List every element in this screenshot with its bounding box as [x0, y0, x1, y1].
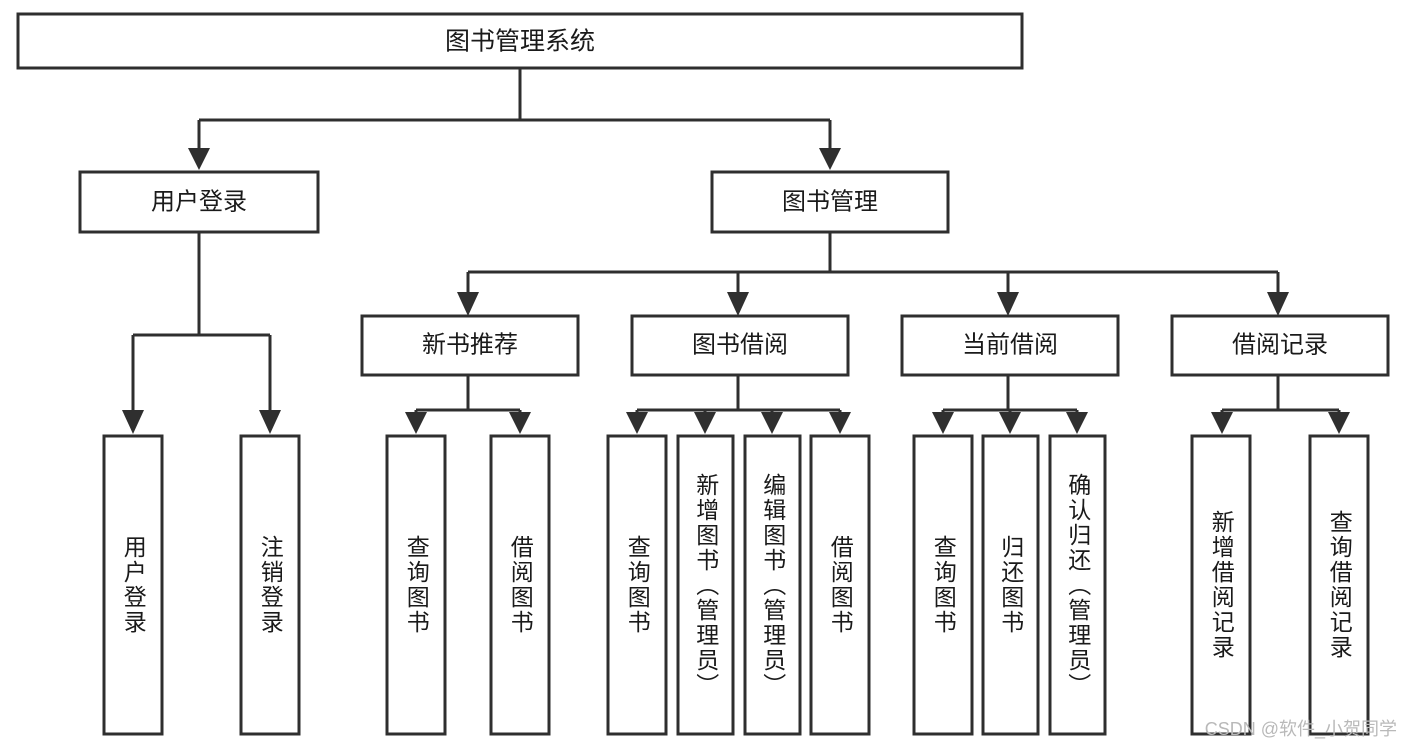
node-new-book-recommend[interactable]: 新书推荐 [360, 314, 580, 377]
arrow-bookmgmt-to-records [1267, 292, 1289, 316]
node-root-label: 图书管理系统 [445, 28, 595, 56]
leaf-box-borrow-2[interactable] [676, 434, 735, 736]
leaf-box-current-1[interactable] [912, 434, 974, 736]
arrow-userlogin-leaf-1 [122, 410, 144, 434]
node-root-box[interactable] [16, 12, 1024, 70]
leaf-box-borrow-4[interactable] [809, 434, 871, 736]
arrow-newbook-leaf-2 [509, 412, 531, 434]
node-current-borrow[interactable]: 当前借阅 [900, 314, 1120, 377]
node-borrow-records-label: 借阅记录 [1232, 331, 1328, 358]
arrow-borrow-leaf-4 [829, 412, 851, 434]
arrow-borrow-leaf-2 [694, 412, 716, 434]
node-current-borrow-box[interactable] [900, 314, 1120, 377]
arrow-newbook-leaf-1 [405, 412, 427, 434]
node-borrow-records[interactable]: 借阅记录 [1170, 314, 1390, 377]
node-book-management[interactable]: 图书管理 [710, 170, 950, 234]
node-book-borrow-box[interactable] [630, 314, 850, 377]
csdn-watermark: CSDN @软件_小贺同学 [1204, 719, 1397, 739]
arrow-current-leaf-2 [999, 412, 1021, 434]
node-book-borrow-label: 图书借阅 [692, 331, 788, 358]
arrow-borrow-leaf-3 [761, 412, 783, 434]
connector-group [122, 68, 1350, 434]
arrow-records-leaf-1 [1211, 412, 1233, 434]
leaf-box-borrow-1[interactable] [606, 434, 668, 736]
leaf-box-user-login-1[interactable] [102, 434, 164, 736]
leaf-box-newbook-1[interactable] [385, 434, 447, 736]
node-user-login-box[interactable] [78, 170, 320, 234]
leaf-box-user-login-2[interactable] [239, 434, 301, 736]
arrow-current-leaf-1 [932, 412, 954, 434]
arrow-root-to-userlogin [188, 148, 210, 170]
leaf-box-records-2[interactable] [1308, 434, 1370, 736]
node-user-login[interactable]: 用户登录 [78, 170, 320, 234]
leaf-box-records-1[interactable] [1190, 434, 1252, 736]
node-book-management-box[interactable] [710, 170, 950, 234]
node-borrow-records-box[interactable] [1170, 314, 1390, 377]
leaf-box-current-2[interactable] [981, 434, 1040, 736]
arrow-bookmgmt-to-newbook [457, 292, 479, 316]
node-book-management-label: 图书管理 [782, 188, 878, 215]
node-root[interactable]: 图书管理系统 [16, 12, 1024, 70]
arrow-borrow-leaf-1 [626, 412, 648, 434]
leaf-box-newbook-2[interactable] [489, 434, 551, 736]
arrow-userlogin-leaf-2 [259, 410, 281, 434]
node-new-book-recommend-label: 新书推荐 [422, 331, 518, 358]
arrow-current-leaf-3 [1066, 412, 1088, 434]
arrow-root-to-bookmgmt [819, 148, 841, 170]
node-current-borrow-label: 当前借阅 [962, 331, 1058, 358]
arrow-records-leaf-2 [1328, 412, 1350, 434]
node-user-login-label: 用户登录 [151, 188, 247, 215]
leaf-box-current-3[interactable] [1048, 434, 1107, 736]
node-new-book-recommend-box[interactable] [360, 314, 580, 377]
arrow-bookmgmt-to-current [997, 292, 1019, 316]
node-book-borrow[interactable]: 图书借阅 [630, 314, 850, 377]
leaf-box-borrow-3[interactable] [743, 434, 802, 736]
arrow-bookmgmt-to-borrow [727, 292, 749, 316]
